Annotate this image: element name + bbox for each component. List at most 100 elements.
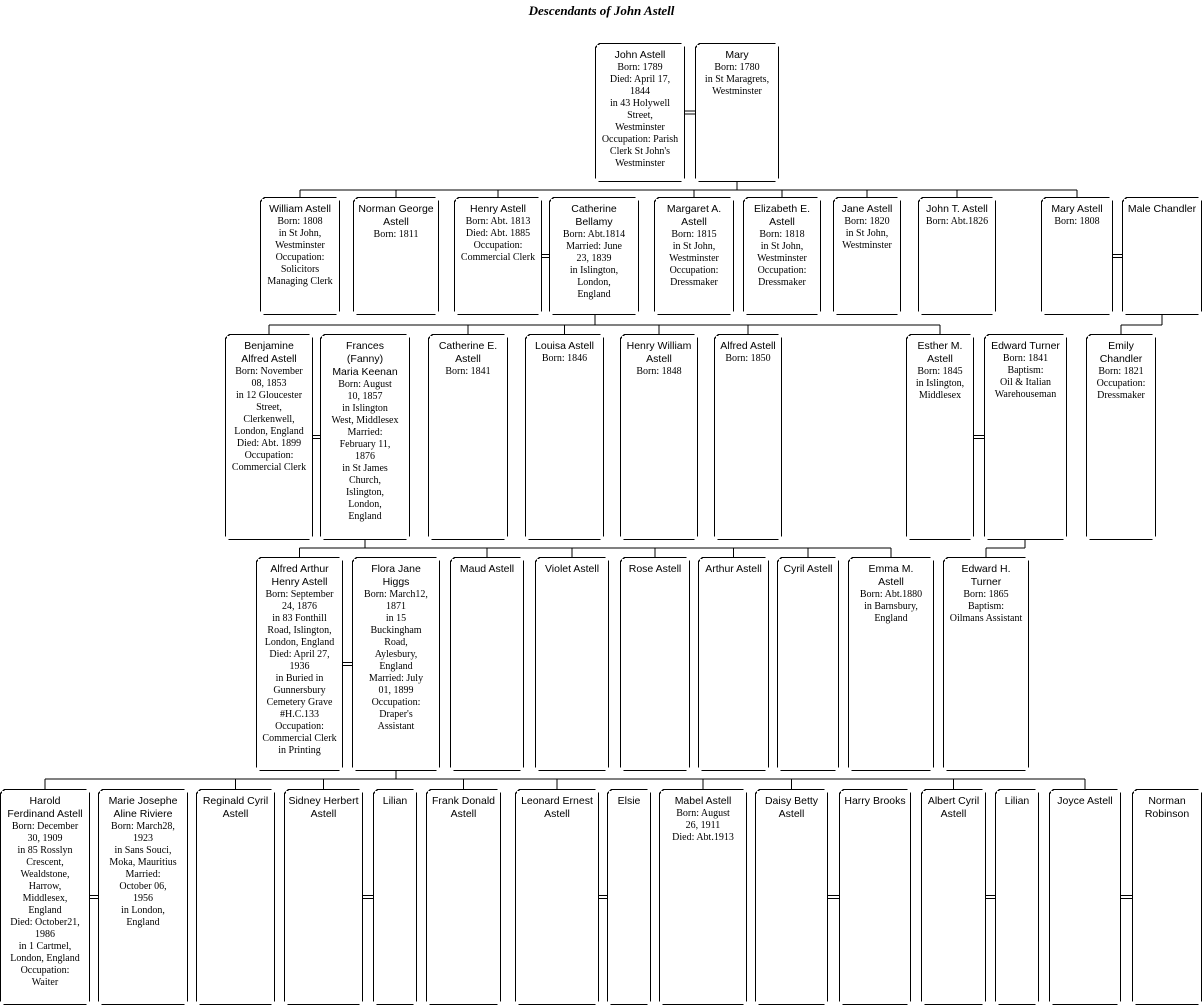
- person-name: Lilian: [382, 795, 408, 807]
- person-name: Norman Robinson: [1144, 795, 1190, 820]
- person-details: Born: August 10, 1857 in Islington West,…: [331, 379, 399, 522]
- person-name: Arthur Astell: [705, 563, 762, 575]
- person-box-maud-astell[interactable]: Maud Astell: [450, 557, 524, 771]
- person-box-arthur-astell[interactable]: Arthur Astell: [698, 557, 769, 771]
- person-box-lilian-2[interactable]: Lilian: [995, 789, 1039, 1005]
- chart-title: Descendants of John Astell: [528, 3, 675, 18]
- person-box-reginald-astell[interactable]: Reginald Cyril Astell: [196, 789, 275, 1005]
- person-details: Born: 1808 in St John, Westminster Occup…: [267, 216, 333, 287]
- person-name: Edward Turner: [991, 340, 1060, 352]
- person-name: Albert Cyril Astell: [927, 795, 980, 820]
- person-name: Emily Chandler: [1099, 340, 1143, 365]
- person-name: Mary: [725, 49, 749, 61]
- person-box-elsie[interactable]: Elsie: [607, 789, 651, 1005]
- person-name: Rose Astell: [628, 563, 682, 575]
- person-details: Born: March28, 1923 in Sans Souci, Moka,…: [109, 821, 177, 928]
- person-details: Born: Abt.1826: [925, 216, 989, 227]
- person-details: Born: 1808: [1054, 216, 1100, 227]
- person-details: Born: 1789 Died: April 17, 1844 in 43 Ho…: [601, 62, 679, 169]
- person-name: Harold Ferdinand Astell: [7, 795, 83, 820]
- person-name: Frank Donald Astell: [431, 795, 496, 820]
- person-details: Born: 1850: [725, 353, 771, 364]
- person-name: Reginald Cyril Astell: [202, 795, 269, 820]
- person-name: Louisa Astell: [535, 340, 594, 352]
- person-name: Henry Astell: [469, 203, 527, 215]
- person-name: Frances (Fanny) Maria Keenan: [332, 340, 398, 378]
- person-box-sidney-astell[interactable]: Sidney Herbert Astell: [284, 789, 363, 1005]
- person-name: Edward H. Turner: [961, 563, 1011, 588]
- person-name: Alfred Astell: [720, 340, 776, 352]
- person-details: Born: 1841 Baptism: Oil & Italian Wareho…: [994, 353, 1057, 400]
- person-box-harry-brooks[interactable]: Harry Brooks: [839, 789, 911, 1005]
- person-name: John Astell: [614, 49, 666, 61]
- person-name: Alfred Arthur Henry Astell: [270, 563, 329, 588]
- person-details: Born: September 24, 1876 in 83 Fonthill …: [262, 589, 337, 756]
- person-details: Born: March12, 1871 in 15 Buckingham Roa…: [364, 589, 428, 732]
- person-details: Born: 1811: [373, 229, 419, 240]
- person-box-male-chandler[interactable]: Male Chandler: [1122, 197, 1202, 315]
- person-name: John T. Astell: [926, 203, 988, 215]
- person-name: Mabel Astell: [674, 795, 732, 807]
- person-details: Born: 1815 in St John, Westminster Occup…: [669, 229, 719, 288]
- person-name: Emma M. Astell: [868, 563, 914, 588]
- person-name: Sidney Herbert Astell: [288, 795, 359, 820]
- person-details: Born: November 08, 1853 in 12 Gloucester…: [231, 366, 307, 473]
- person-name: Catherine Bellamy: [571, 203, 617, 228]
- person-box-joyce-astell[interactable]: Joyce Astell: [1049, 789, 1121, 1005]
- person-name: Violet Astell: [544, 563, 600, 575]
- person-name: Lilian: [1004, 795, 1030, 807]
- person-details: Born: 1821 Occupation: Dressmaker: [1096, 366, 1146, 401]
- person-box-leonard-astell[interactable]: Leonard Ernest Astell: [515, 789, 599, 1005]
- person-name: Cyril Astell: [783, 563, 833, 575]
- person-box-rose-astell[interactable]: Rose Astell: [620, 557, 690, 771]
- person-box-lilian-1[interactable]: Lilian: [373, 789, 417, 1005]
- person-name: Elizabeth E. Astell: [753, 203, 811, 228]
- person-name: Marie Josephe Aline Riviere: [108, 795, 178, 820]
- person-box-violet-astell[interactable]: Violet Astell: [535, 557, 609, 771]
- person-name: Elsie: [617, 795, 641, 807]
- person-box-frank-astell[interactable]: Frank Donald Astell: [426, 789, 501, 1005]
- person-details: Born: 1846: [541, 353, 588, 364]
- person-details: Born: 1818 in St John, Westminster Occup…: [757, 229, 807, 288]
- person-box-cyril-astell[interactable]: Cyril Astell: [777, 557, 839, 771]
- person-details: Born: 1845 in Islington, Middlesex: [915, 366, 965, 401]
- person-name: Norman George Astell: [358, 203, 434, 228]
- person-details: Born: December 30, 1909 in 85 Rosslyn Cr…: [10, 821, 80, 988]
- person-box-daisy-astell[interactable]: Daisy Betty Astell: [755, 789, 828, 1005]
- person-name: Henry William Astell: [626, 340, 692, 365]
- person-box-norman-robinson[interactable]: Norman Robinson: [1132, 789, 1202, 1005]
- person-name: Male Chandler: [1127, 203, 1197, 215]
- person-box-albert-astell[interactable]: Albert Cyril Astell: [921, 789, 986, 1005]
- person-details: Born: August 26, 1911 Died: Abt.1913: [672, 808, 734, 843]
- person-name: Maud Astell: [459, 563, 515, 575]
- person-name: Margaret A. Astell: [666, 203, 722, 228]
- person-name: Jane Astell: [841, 203, 893, 215]
